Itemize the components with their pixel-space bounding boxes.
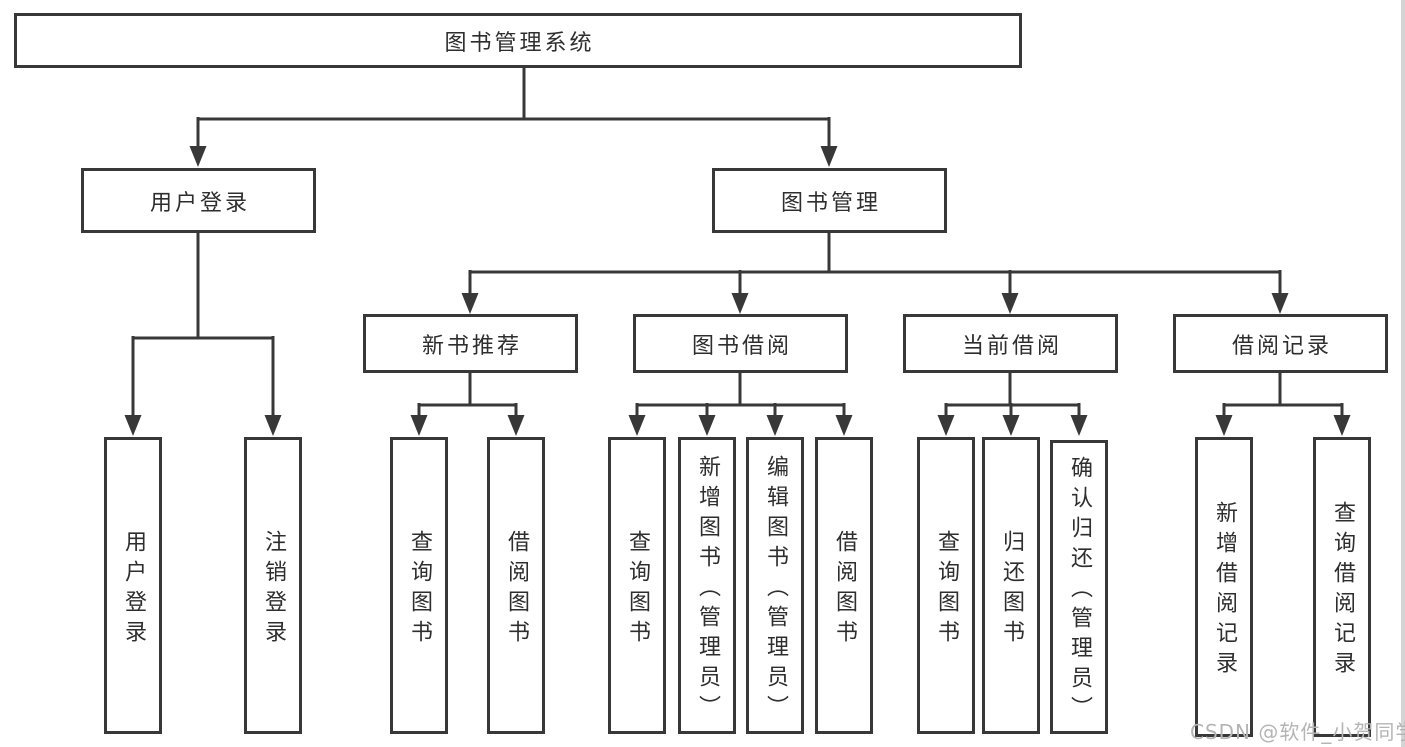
node-leaf-logout: 注销登录 xyxy=(244,437,302,734)
node-leaf-query-books-current-label: 查询图书 xyxy=(934,529,959,650)
node-leaf-add-borrow-record: 新增借阅记录 xyxy=(1195,437,1253,737)
node-user-login: 用户登录 xyxy=(81,168,316,233)
node-leaf-confirm-return-admin: 确认归还（管理员） xyxy=(1050,440,1108,734)
node-leaf-logout-label: 注销登录 xyxy=(261,529,286,650)
node-leaf-return-books: 归还图书 xyxy=(982,437,1040,734)
node-book-management: 图书管理 xyxy=(712,168,947,233)
node-leaf-edit-book-admin: 编辑图书（管理员） xyxy=(746,437,804,734)
connector-root-to-level2 xyxy=(196,67,831,147)
node-leaf-query-books-borrow: 查询图书 xyxy=(608,437,666,734)
node-leaf-confirm-return-admin-label: 确认归还（管理员） xyxy=(1067,456,1092,726)
node-leaf-query-books-borrow-label: 查询图书 xyxy=(625,529,650,650)
node-leaf-user-login: 用户登录 xyxy=(104,437,162,734)
node-leaf-user-login-label: 用户登录 xyxy=(121,529,146,650)
connector-bookborrow-to-leaves xyxy=(635,372,846,416)
node-new-book-recommend-label: 新书推荐 xyxy=(421,333,522,359)
node-user-login-label: 用户登录 xyxy=(149,190,250,216)
node-leaf-query-borrow-record-label: 查询借阅记录 xyxy=(1330,501,1355,681)
node-leaf-add-borrow-record-label: 新增借阅记录 xyxy=(1212,501,1237,681)
node-system-root-label: 图书管理系统 xyxy=(444,30,595,56)
node-leaf-borrow-books-newbook-label: 借阅图书 xyxy=(504,529,529,650)
node-leaf-query-books-newbook-label: 查询图书 xyxy=(407,529,432,650)
connector-bookmgmt-to-level3 xyxy=(468,232,1282,294)
connector-newbook-to-leaves xyxy=(417,372,518,416)
node-book-borrow: 图书借阅 xyxy=(633,314,848,373)
node-leaf-return-books-label: 归还图书 xyxy=(999,529,1024,650)
connector-currentborrow-to-leaves xyxy=(944,372,1081,416)
node-leaf-query-books-current: 查询图书 xyxy=(917,437,975,734)
node-new-book-recommend: 新书推荐 xyxy=(363,314,578,373)
connector-userlogin-to-leaves xyxy=(131,232,275,416)
node-leaf-query-books-newbook: 查询图书 xyxy=(390,437,448,734)
csdn-watermark: CSDN @软件_小贺同学 xyxy=(1190,720,1405,744)
node-system-root: 图书管理系统 xyxy=(14,13,1022,68)
node-leaf-query-borrow-record: 查询借阅记录 xyxy=(1313,437,1371,737)
node-leaf-borrow-books-newbook: 借阅图书 xyxy=(487,437,545,734)
node-leaf-add-book-admin-label: 新增图书（管理员） xyxy=(695,454,720,725)
node-borrow-records: 借阅记录 xyxy=(1173,314,1388,373)
node-leaf-add-book-admin: 新增图书（管理员） xyxy=(678,437,736,734)
node-leaf-borrow-books-borrow-label: 借阅图书 xyxy=(832,529,857,650)
connector-records-to-leaves xyxy=(1222,372,1344,416)
node-current-borrow-label: 当前借阅 xyxy=(961,333,1062,359)
page-edge-strip xyxy=(1401,0,1405,747)
node-leaf-edit-book-admin-label: 编辑图书（管理员） xyxy=(763,454,788,725)
node-book-management-label: 图书管理 xyxy=(780,190,881,216)
node-borrow-records-label: 借阅记录 xyxy=(1231,333,1332,359)
node-leaf-borrow-books-borrow: 借阅图书 xyxy=(815,437,873,734)
node-book-borrow-label: 图书借阅 xyxy=(691,333,792,359)
node-current-borrow: 当前借阅 xyxy=(903,314,1118,373)
